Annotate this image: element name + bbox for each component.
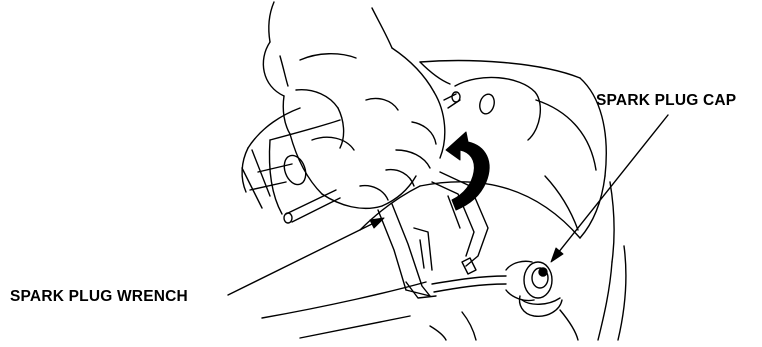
gloved-hand <box>263 2 444 208</box>
spark-plug-cap <box>432 258 562 316</box>
spark-plug-wrench-label: SPARK PLUG WRENCH <box>10 289 188 305</box>
cap-leader-line <box>554 115 668 258</box>
leader-lines <box>228 115 668 295</box>
rotation-arrow <box>446 132 489 210</box>
wrench-leader-line <box>228 222 376 295</box>
engine-housing <box>242 61 626 340</box>
wrench-leader-arrowhead <box>370 218 384 228</box>
spark-plug-cap-label: SPARK PLUG CAP <box>596 93 736 109</box>
cap-leader-arrowhead <box>551 248 563 262</box>
